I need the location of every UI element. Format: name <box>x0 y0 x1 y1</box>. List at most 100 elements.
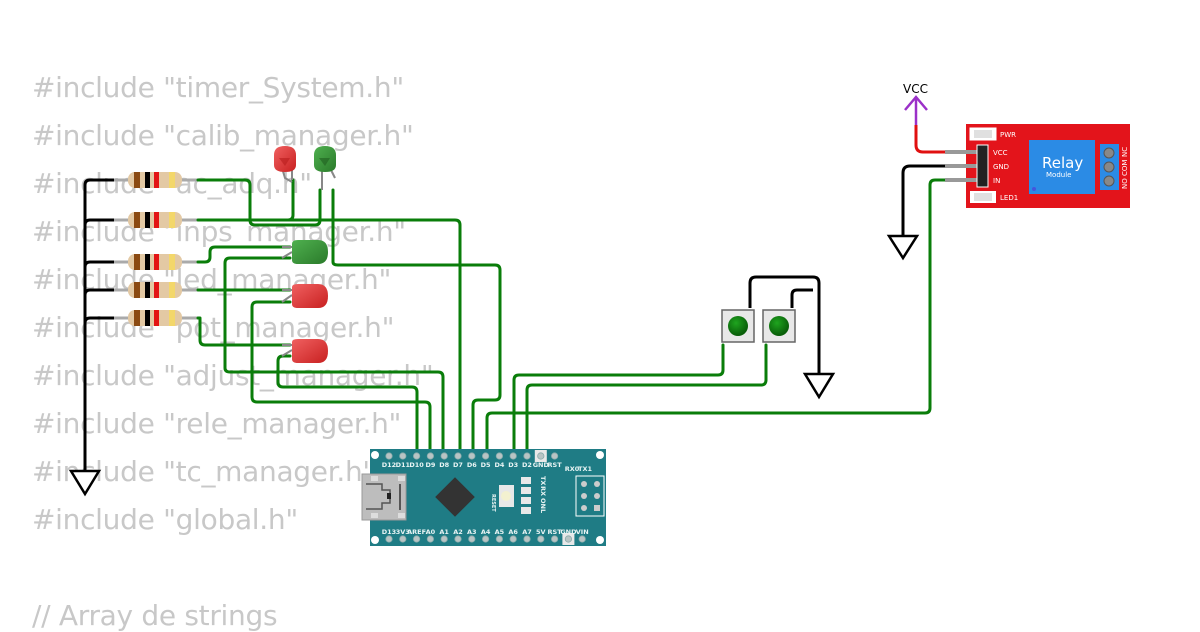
header-pin[interactable] <box>537 535 545 543</box>
pin-label: D4 <box>494 461 504 469</box>
led-rx-label: RX <box>539 486 547 496</box>
pin-label: RST <box>548 528 563 536</box>
pin-label: D6 <box>467 461 477 469</box>
pin-label: A7 <box>522 528 532 536</box>
pin-label: A3 <box>467 528 477 536</box>
led-red-2 <box>281 284 328 308</box>
relay-module: PWR LED1 VCC GND IN Relay Module NO COM … <box>945 124 1130 208</box>
resistors <box>114 172 198 326</box>
ground-symbol <box>886 234 920 261</box>
pin-label: GND <box>533 461 550 469</box>
led-on-label: ON <box>539 498 547 509</box>
pin-label: D2 <box>522 461 532 469</box>
header-pin[interactable] <box>509 535 517 543</box>
code-line: #include "calib_manager.h" <box>32 119 414 152</box>
header-pin[interactable] <box>537 452 545 460</box>
led-red-3 <box>281 339 328 363</box>
pin-label: 5V <box>536 528 546 536</box>
header-pin[interactable] <box>399 535 407 543</box>
relay-pin-vcc: VCC <box>993 149 1008 157</box>
header-pin[interactable] <box>495 535 503 543</box>
header-pin[interactable] <box>454 535 462 543</box>
code-line: #include "timer_System.h" <box>32 71 404 104</box>
header-pin[interactable] <box>454 452 462 460</box>
header-pin[interactable] <box>550 452 559 460</box>
code-line: #include "global.h" <box>32 503 298 536</box>
led1-label: LED1 <box>1000 194 1018 202</box>
led-red-1 <box>274 146 296 183</box>
vcc-symbol: VCC <box>903 82 928 125</box>
header-pin[interactable] <box>523 535 531 543</box>
header-pin[interactable] <box>440 452 448 460</box>
code-line: #include "rele_manager.h" <box>32 407 402 440</box>
header-pin[interactable] <box>385 535 393 543</box>
pin-label: D5 <box>481 461 491 469</box>
led-green-1 <box>314 146 336 190</box>
resistor <box>114 172 198 188</box>
pin-label: RX0 <box>565 465 580 473</box>
header-pin[interactable] <box>564 535 573 543</box>
code-line: #include "ac_adq.h" <box>32 167 312 200</box>
header-pin[interactable] <box>509 452 517 460</box>
header-pin[interactable] <box>399 452 407 460</box>
pin-label: A2 <box>453 528 463 536</box>
pin-label: A5 <box>495 528 505 536</box>
terminal-no: NO <box>1121 178 1129 189</box>
pin-label: GND <box>560 528 577 536</box>
pin-label: AREF <box>407 528 426 536</box>
vcc-label: VCC <box>903 82 928 96</box>
pin-label: D9 <box>425 461 435 469</box>
ground-wires-left <box>83 178 116 470</box>
vcc-wire <box>914 125 945 154</box>
code-comment: // Array de strings <box>32 599 278 632</box>
resistor <box>114 282 198 298</box>
header-pin[interactable] <box>481 452 490 460</box>
led-l-label: L <box>539 509 547 513</box>
header-pin[interactable] <box>426 452 434 460</box>
header-pin[interactable] <box>468 535 476 543</box>
ground-symbol <box>802 372 836 400</box>
relay-ground-wire <box>901 164 945 236</box>
pin-label: D13 <box>382 528 396 536</box>
pwr-label: PWR <box>1000 131 1016 139</box>
pin-label: A6 <box>508 528 518 536</box>
pin-label: D11 <box>396 461 411 469</box>
resistor <box>114 212 198 228</box>
relay-subtitle: Module <box>1046 171 1071 179</box>
header-pin[interactable] <box>481 535 490 543</box>
pin-label: A4 <box>481 528 491 536</box>
pushbutton-2[interactable] <box>762 309 796 343</box>
reset-label: RESET <box>490 494 496 512</box>
signal-wires <box>196 178 947 454</box>
pin-label: D3 <box>508 461 518 469</box>
pin-label: D8 <box>439 461 449 469</box>
ground-symbol <box>68 469 102 497</box>
pin-label: RST <box>548 461 563 469</box>
led-green-2 <box>281 240 328 264</box>
resistor <box>114 254 198 270</box>
header-pin[interactable] <box>440 535 448 543</box>
header-pin[interactable] <box>495 452 503 460</box>
pin-label: VIN <box>576 528 589 536</box>
pin-label: D10 <box>409 461 424 469</box>
pin-label: D7 <box>453 461 463 469</box>
header-pin[interactable] <box>412 452 421 460</box>
relay-title: Relay <box>1042 154 1083 172</box>
header-pin[interactable] <box>523 452 531 460</box>
header-pin[interactable] <box>412 535 421 543</box>
pin-label: A0 <box>426 528 436 536</box>
pin-label: D12 <box>382 461 396 469</box>
relay-pin-in: IN <box>993 177 1000 185</box>
pushbutton-1[interactable] <box>721 309 755 343</box>
header-pin[interactable] <box>426 535 434 543</box>
pin-label: 3V3 <box>396 528 410 536</box>
header-pin[interactable] <box>550 535 559 543</box>
button-ground-wires <box>748 275 821 374</box>
header-pin[interactable] <box>468 452 476 460</box>
header-pin[interactable] <box>578 535 586 543</box>
header-pin[interactable] <box>385 452 393 460</box>
